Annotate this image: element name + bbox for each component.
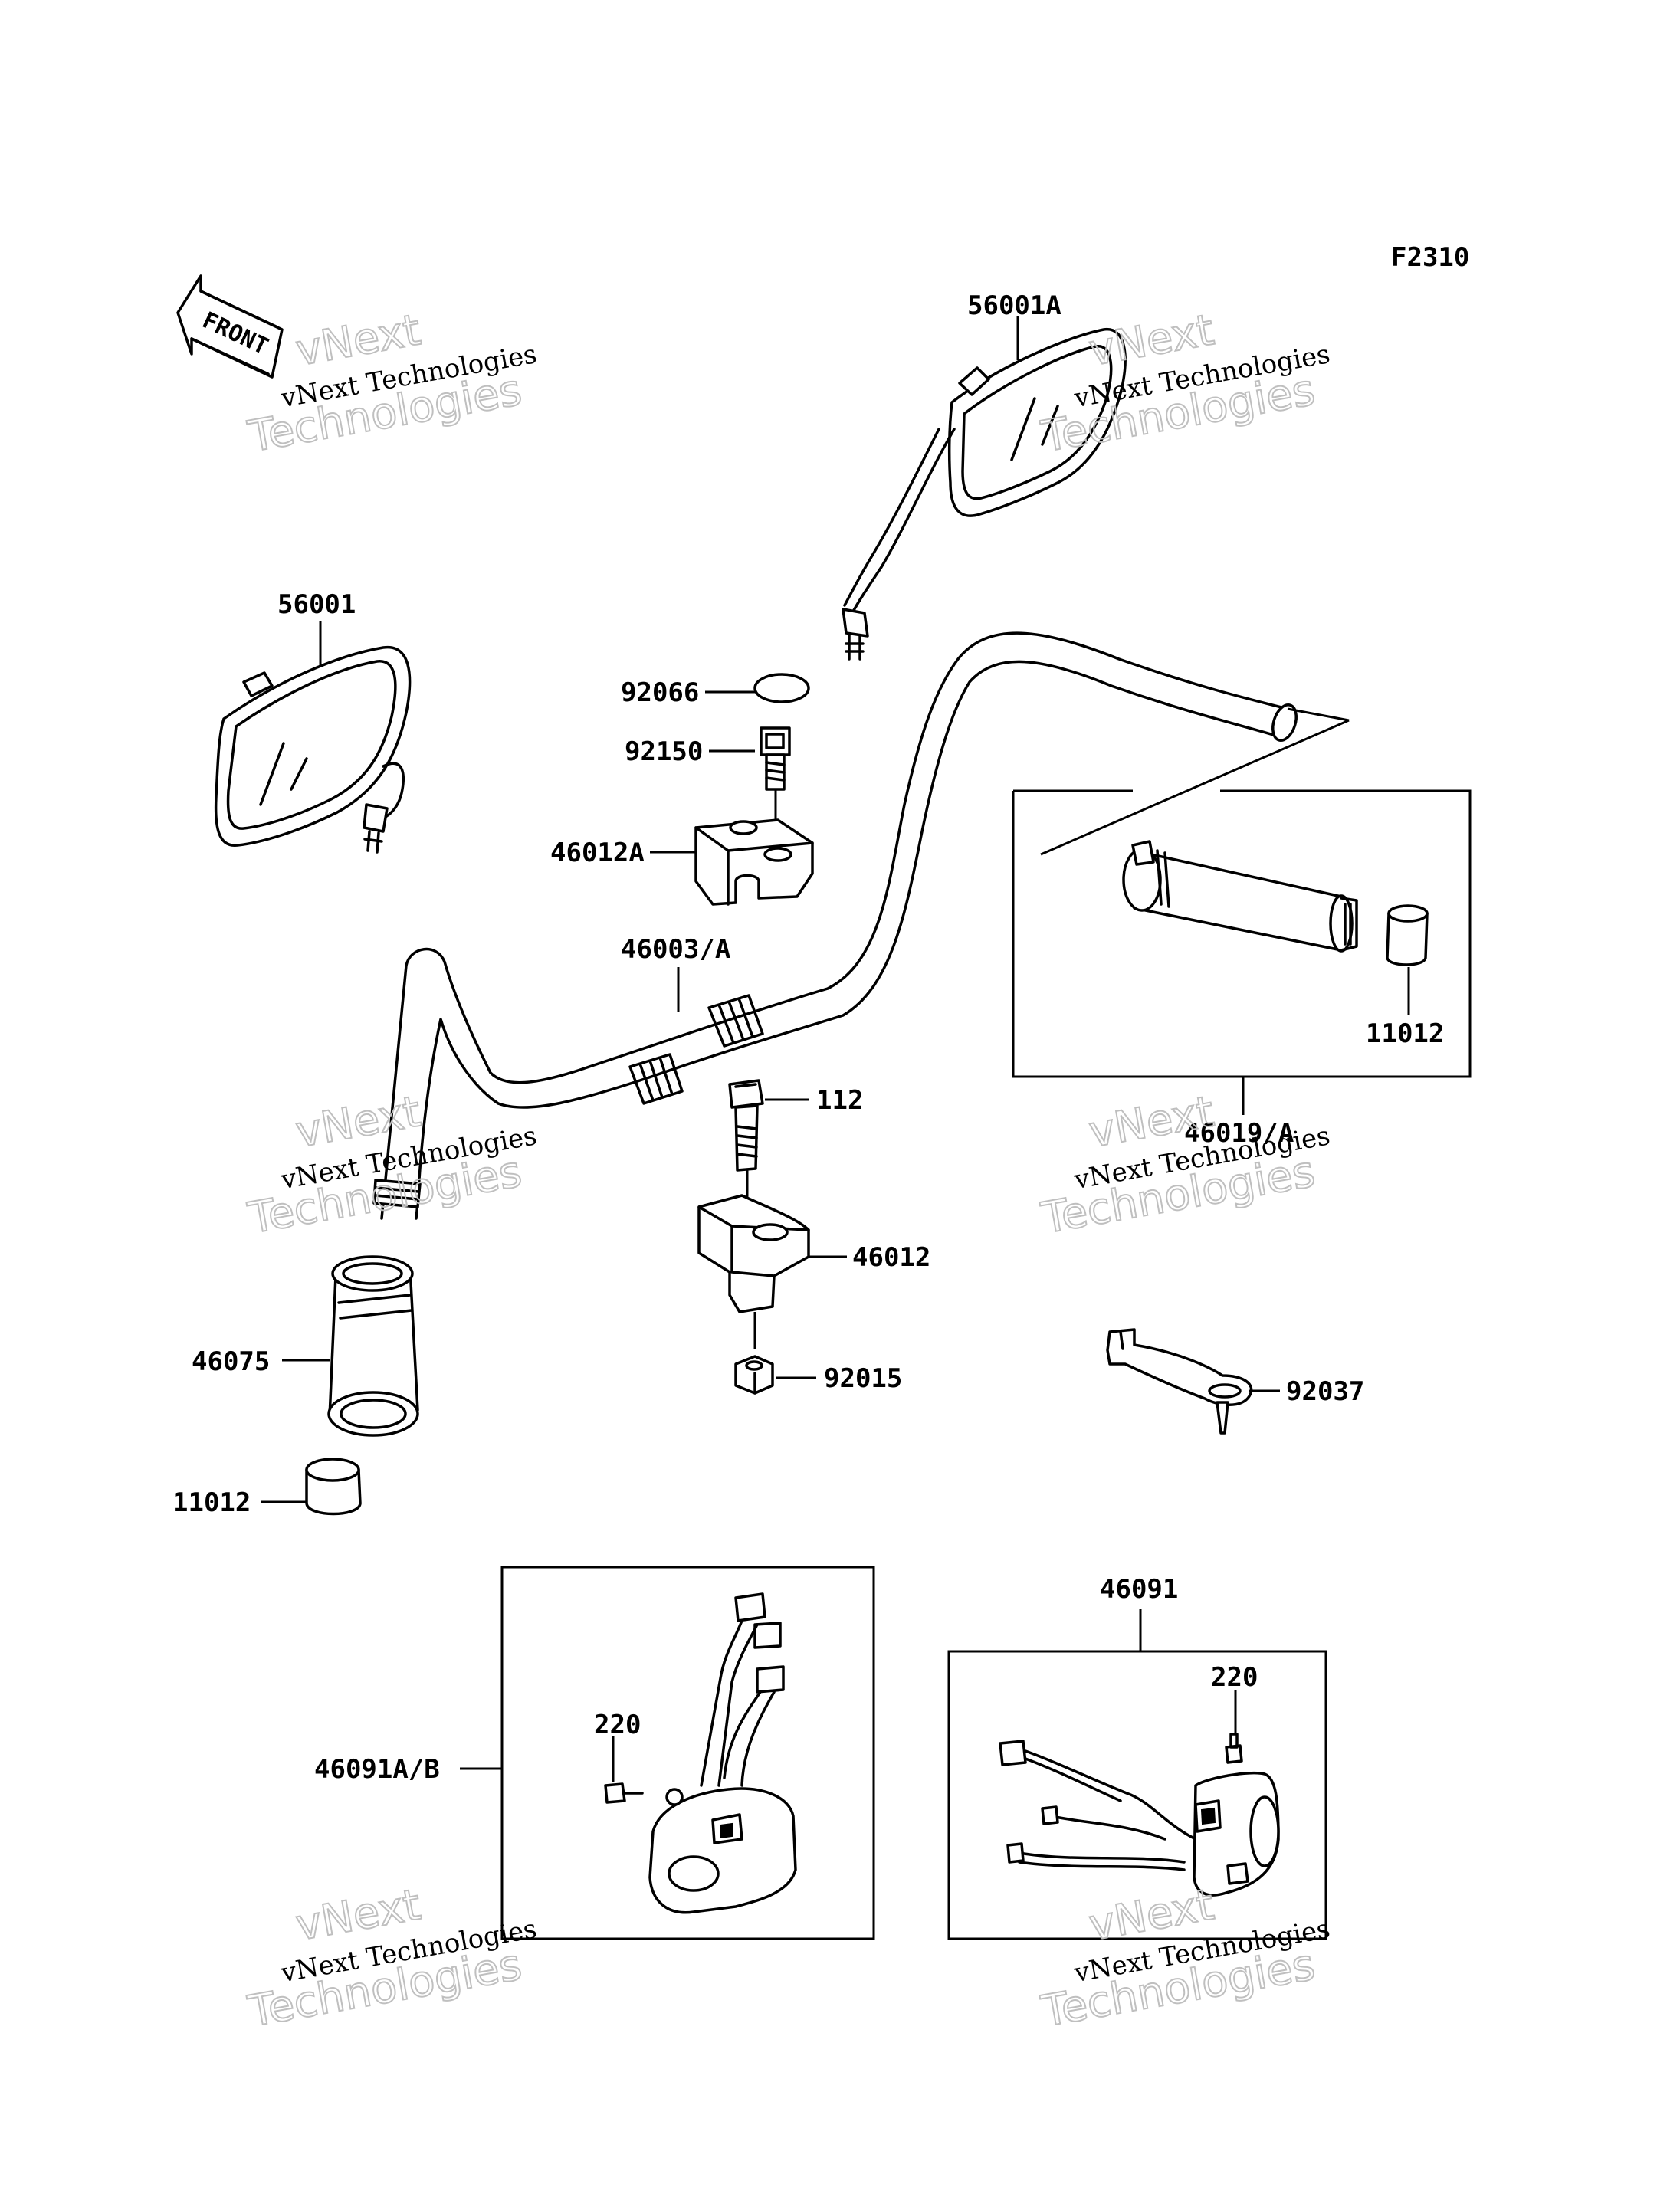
right-switch-box	[947, 1650, 1327, 1940]
label-220-left: 220	[594, 1710, 641, 1740]
bolt-112	[728, 1079, 764, 1207]
label-220-right: 220	[1211, 1662, 1258, 1693]
watermark-top-left: vNext vNext Technologies Technologies	[244, 304, 540, 463]
front-arrow-icon: FRONT	[176, 274, 284, 379]
left-switch-46091AB	[604, 1592, 797, 1914]
throttle-grip-46019A	[1122, 840, 1358, 953]
left-switch-box	[500, 1566, 875, 1940]
label-46003A: 46003/A	[621, 934, 730, 965]
mirror-left	[214, 645, 412, 854]
label-56001: 56001	[277, 589, 356, 620]
label-46091AB: 46091A/B	[314, 1754, 440, 1785]
watermark-bottom-right: vNext vNext Technologies Technologies	[1037, 1879, 1333, 2038]
label-92015: 92015	[824, 1363, 902, 1394]
handlebar-46003A	[372, 631, 1298, 1220]
label-92150: 92150	[625, 736, 703, 767]
label-112: 112	[816, 1085, 863, 1116]
mirror-right	[842, 328, 1127, 661]
wrench-92037	[1106, 1328, 1253, 1435]
grip-end-cap-left	[305, 1458, 362, 1516]
label-46012: 46012	[852, 1242, 930, 1273]
watermark-mid-left: vNext vNext Technologies Technologies	[244, 1086, 540, 1244]
right-grip-box	[1012, 707, 1472, 1078]
label-46091: 46091	[1100, 1574, 1178, 1605]
right-switch-46091	[999, 1733, 1280, 1897]
bolt-92150	[760, 726, 791, 824]
label-92037: 92037	[1286, 1376, 1364, 1407]
cap-92066	[753, 673, 810, 703]
watermark-bottom-left: vNext vNext Technologies Technologies	[244, 1879, 540, 2038]
label-11012-right: 11012	[1366, 1018, 1444, 1049]
label-56001A: 56001A	[967, 290, 1061, 321]
nut-92015	[734, 1355, 774, 1395]
label-11012-left: 11012	[172, 1487, 251, 1518]
label-46012A: 46012A	[550, 838, 645, 868]
label-46075: 46075	[192, 1346, 270, 1377]
clamp-46012A	[694, 818, 814, 906]
label-46019A: 46019/A	[1184, 1118, 1294, 1149]
holder-46012	[697, 1194, 810, 1349]
figure-code: F2310	[1391, 242, 1469, 273]
left-grip-46075	[327, 1255, 419, 1437]
watermark-mid-right: vNext vNext Technologies Technologies	[1037, 1086, 1333, 1244]
label-92066: 92066	[621, 677, 699, 708]
